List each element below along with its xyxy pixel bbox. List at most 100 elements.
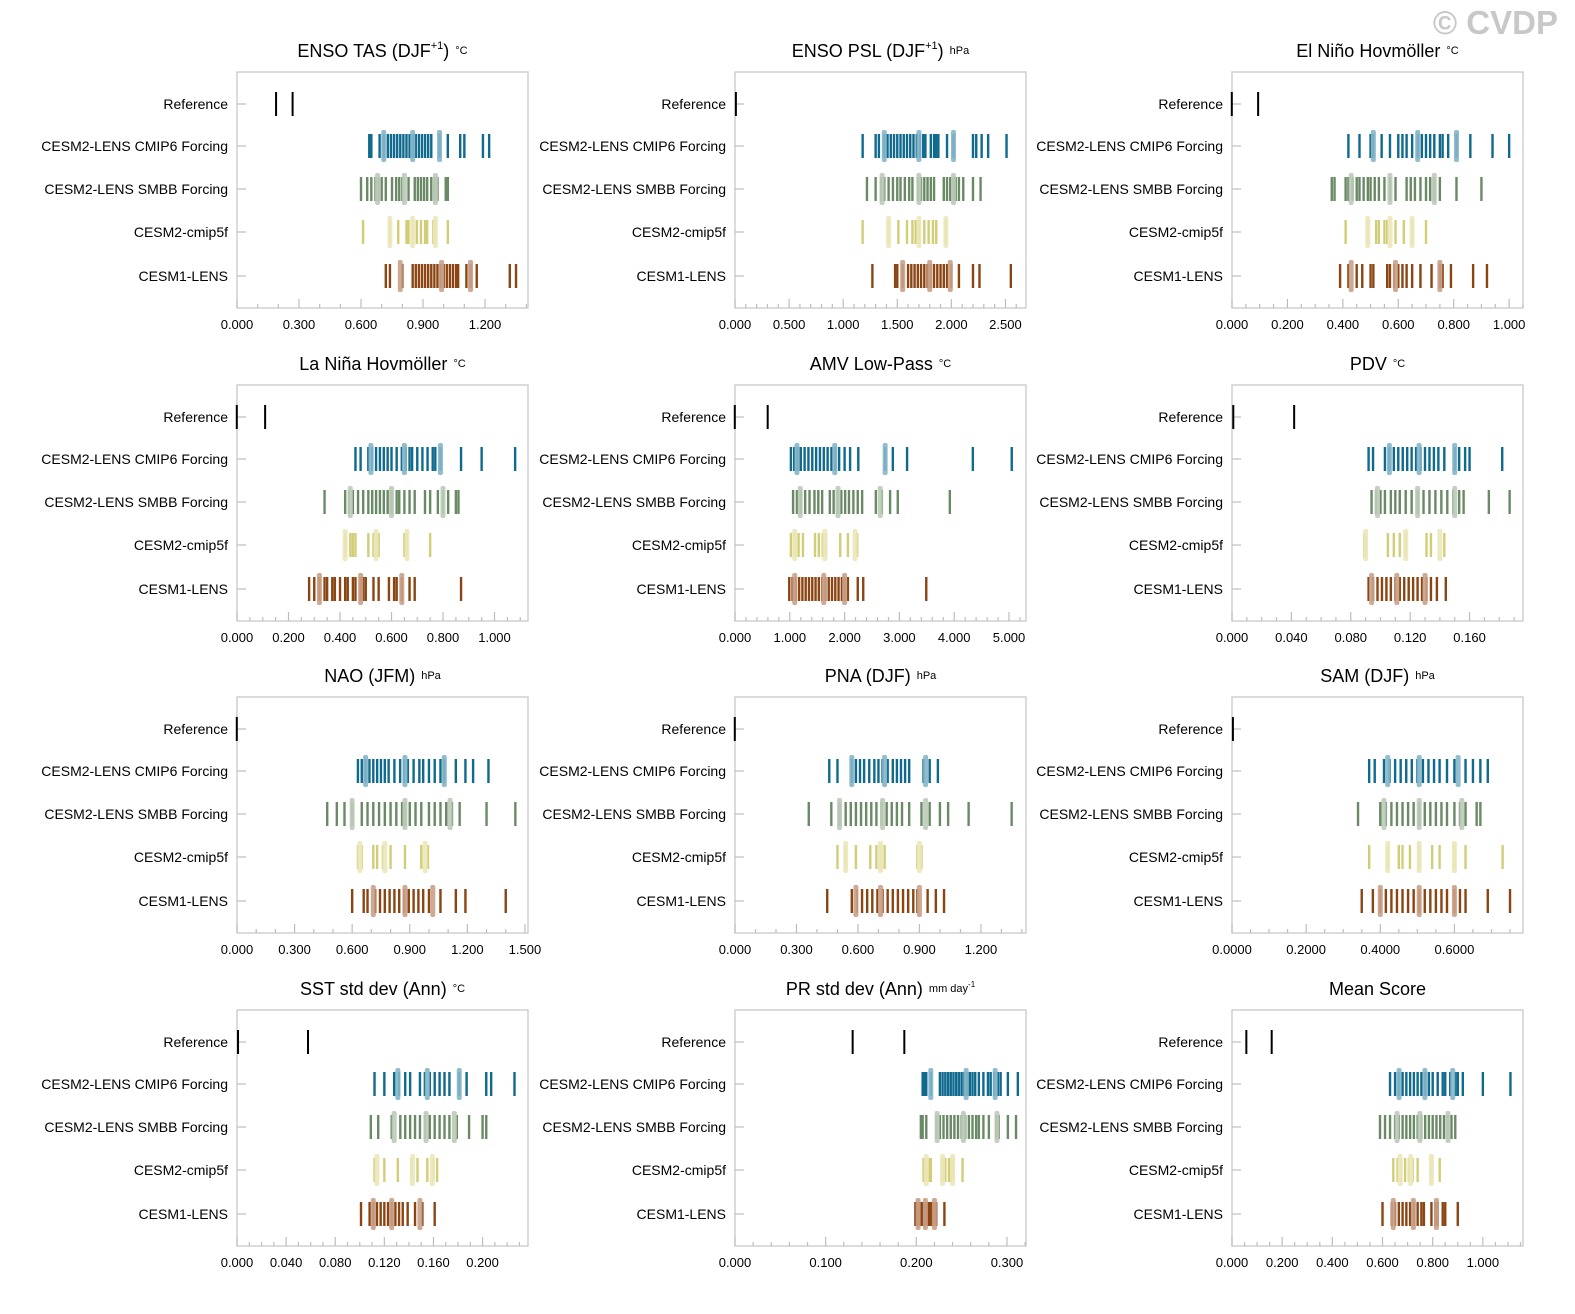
x-tick-label: 1.200: [451, 942, 484, 957]
member-mark: [875, 845, 878, 869]
member-mark: [425, 177, 429, 201]
member-mark: [313, 577, 316, 601]
member-mark: [394, 1202, 397, 1226]
member-mark: [467, 1115, 471, 1139]
member-mark: [1416, 1072, 1419, 1096]
member-mark: [1454, 1072, 1457, 1096]
panel-title: NAO (JFM)hPa: [324, 666, 441, 686]
member-mark: [803, 490, 807, 514]
series-LENS: [1381, 1198, 1459, 1230]
member-mark: [399, 1115, 402, 1139]
percentile-mark: [951, 130, 957, 162]
member-mark: [359, 1202, 363, 1226]
percentile-mark: [837, 798, 843, 830]
member-mark: [504, 889, 507, 913]
member-mark: [465, 264, 468, 288]
member-mark: [971, 1115, 974, 1139]
x-tick-label: 0.900: [903, 942, 936, 957]
member-mark: [936, 759, 940, 783]
member-mark: [408, 447, 411, 471]
percentile-mark: [916, 216, 922, 248]
member-mark: [237, 1030, 240, 1054]
member-mark: [422, 177, 426, 201]
member-mark: [411, 264, 414, 288]
title-text: PNA (DJF): [825, 666, 911, 686]
title-text: La Niña Hovmöller: [299, 354, 447, 374]
member-mark: [971, 1072, 974, 1096]
member-mark: [1424, 177, 1428, 201]
member-mark: [431, 447, 434, 471]
y-label: CESM1-LENS: [637, 1206, 726, 1222]
y-label: CESM2-LENS SMBB Forcing: [542, 494, 726, 510]
member-mark: [1481, 1072, 1485, 1096]
member-mark: [766, 405, 769, 429]
member-mark: [975, 134, 978, 158]
member-mark: [427, 889, 431, 913]
x-tick-label: 0.120: [368, 1255, 401, 1270]
member-mark: [928, 802, 931, 826]
member-mark: [446, 177, 450, 201]
member-mark: [868, 759, 871, 783]
percentile-mark: [1416, 885, 1422, 917]
y-label: CESM1-LENS: [1134, 268, 1223, 284]
x-tick-label: 0.040: [270, 1255, 303, 1270]
member-mark: [420, 845, 423, 869]
plot-frame: [236, 1009, 529, 1247]
member-mark: [1435, 577, 1439, 601]
member-mark: [974, 1072, 977, 1096]
series-CMIP6: [354, 443, 517, 475]
title-text: PDV: [1350, 354, 1387, 374]
member-mark: [1377, 220, 1381, 244]
member-mark: [1401, 447, 1404, 471]
series-SMBB: [369, 1111, 488, 1143]
series-Reference: [733, 717, 736, 741]
member-mark: [1232, 405, 1235, 429]
member-mark: [370, 134, 373, 158]
member-mark: [1380, 134, 1383, 158]
member-mark: [1397, 264, 1400, 288]
y-label: CESM2-cmip5f: [134, 849, 228, 865]
member-mark: [1416, 1202, 1419, 1226]
percentile-mark: [1386, 443, 1392, 475]
member-mark: [1471, 264, 1475, 288]
member-mark: [925, 577, 928, 601]
member-mark: [1396, 1158, 1399, 1182]
member-mark: [1410, 134, 1414, 158]
x-tick-label: 1.500: [509, 942, 542, 957]
member-mark: [900, 802, 904, 826]
percentile-mark: [915, 1198, 921, 1230]
y-label: Reference: [661, 96, 726, 112]
series-CMIP6: [1367, 443, 1504, 475]
y-label: CESM2-cmip5f: [1129, 1162, 1223, 1178]
member-mark: [843, 447, 846, 471]
member-mark: [433, 1202, 436, 1226]
member-mark: [343, 802, 346, 826]
x-tick-label: 0.800: [427, 630, 460, 645]
y-label: CESM1-LENS: [1134, 893, 1223, 909]
series-cmip5f: [1344, 216, 1428, 248]
member-mark: [1395, 889, 1399, 913]
series-SMBB: [1370, 486, 1511, 518]
x-tick-label: 0.900: [393, 942, 426, 957]
member-mark: [854, 759, 858, 783]
member-mark: [814, 447, 818, 471]
member-mark: [799, 447, 802, 471]
member-mark: [485, 802, 488, 826]
title-text: El Niño Hovmöller: [1296, 41, 1440, 61]
member-mark: [1449, 1072, 1452, 1096]
member-mark: [1486, 759, 1489, 783]
member-mark: [426, 1158, 429, 1182]
series-CMIP6: [828, 755, 940, 787]
y-label: CESM1-LENS: [1134, 1206, 1223, 1222]
member-mark: [897, 220, 900, 244]
member-mark: [377, 577, 380, 601]
x-tick-label: 0.900: [407, 317, 440, 332]
member-mark: [446, 134, 450, 158]
member-mark: [464, 759, 467, 783]
member-mark: [896, 177, 899, 201]
member-mark: [419, 220, 423, 244]
plot-frame: [734, 696, 1027, 934]
member-mark: [896, 264, 899, 288]
member-mark: [380, 177, 383, 201]
percentile-mark: [1437, 260, 1443, 292]
